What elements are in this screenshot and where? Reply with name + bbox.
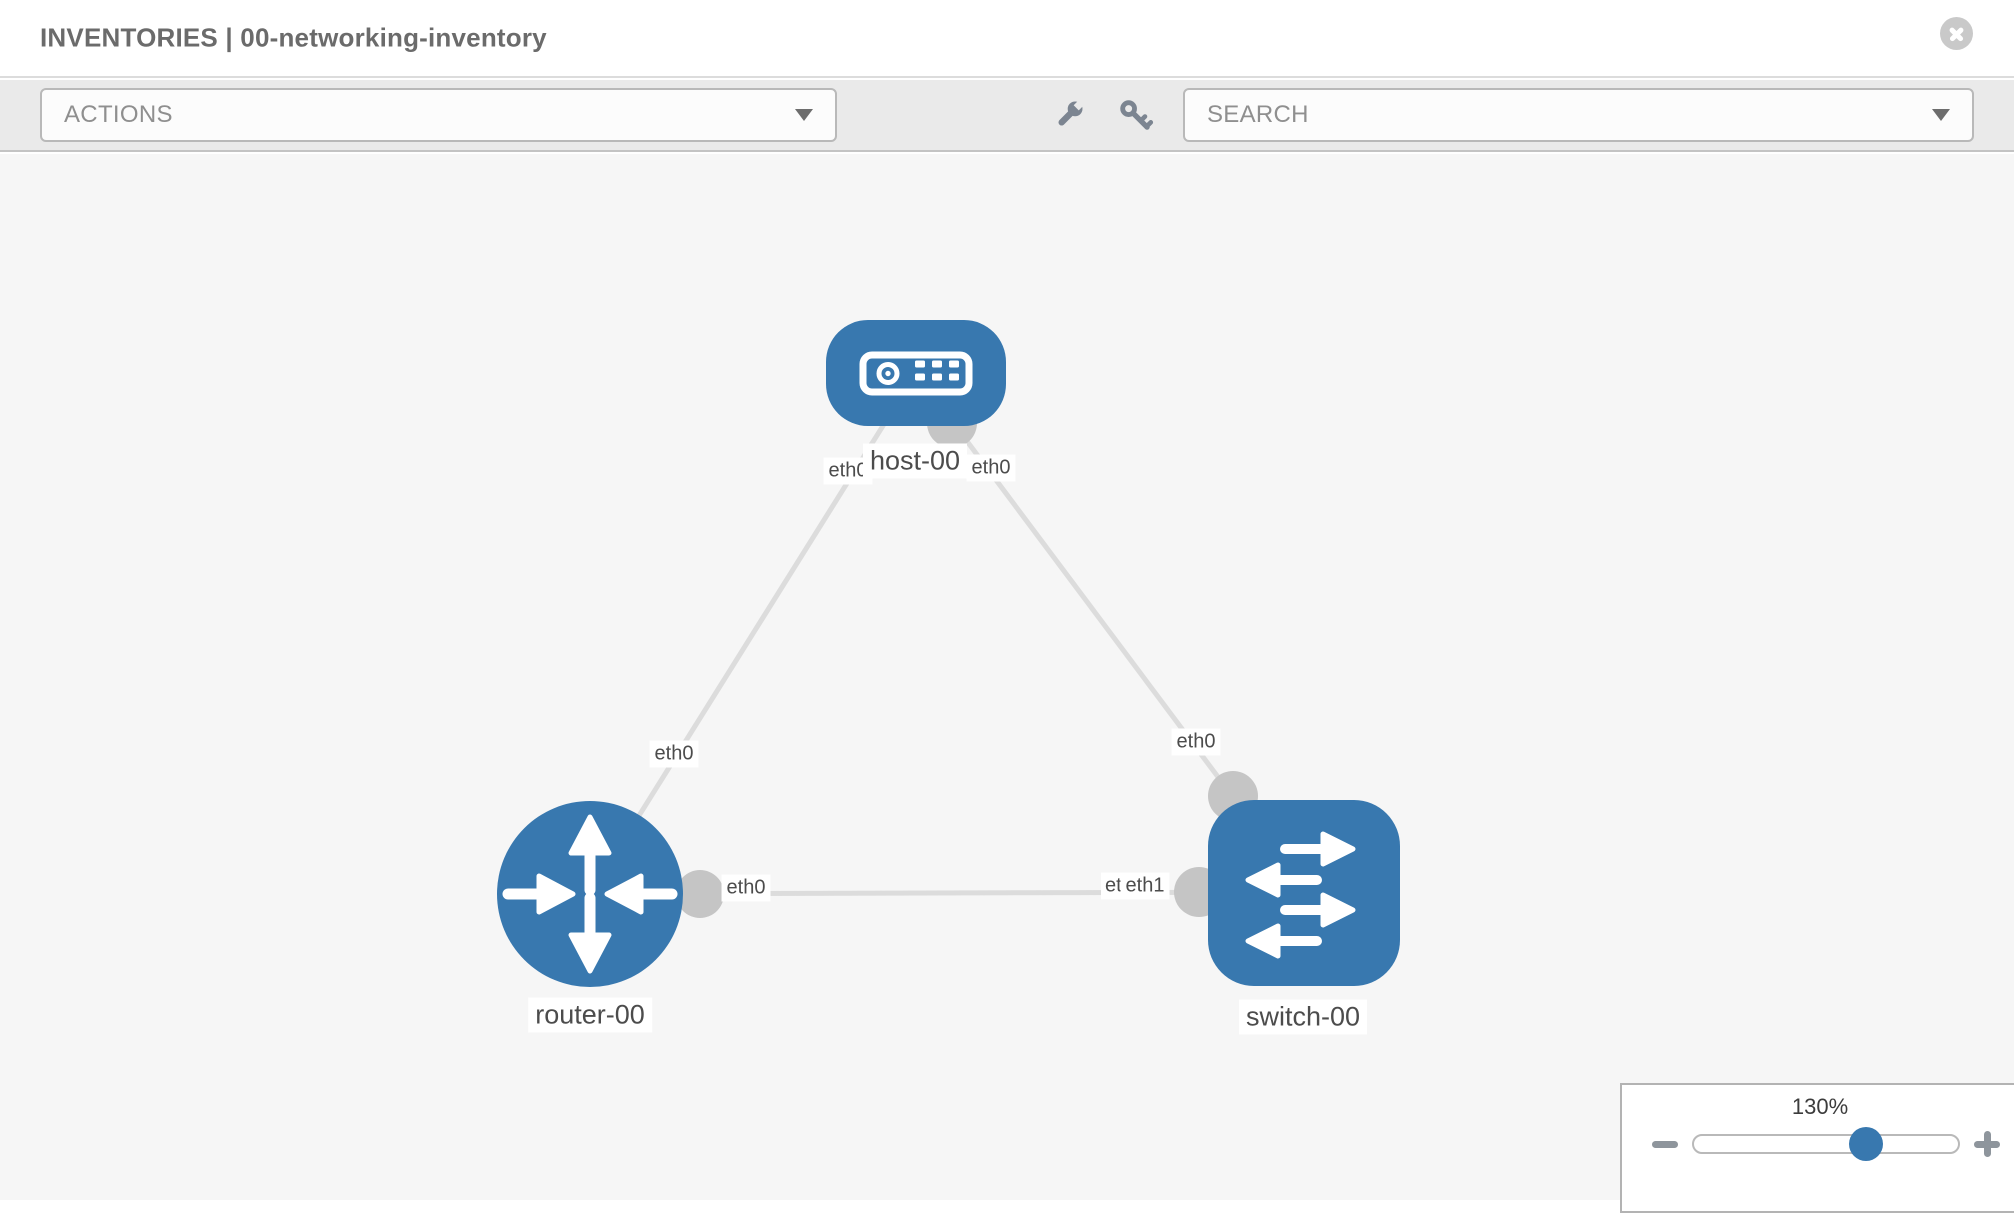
host-node-label: host-00 bbox=[862, 443, 968, 479]
iface-label-host-to-switch: eth0 bbox=[966, 454, 1016, 482]
router-node-label: router-00 bbox=[528, 997, 652, 1033]
switch-icon bbox=[1245, 831, 1356, 959]
zoom-slider-track[interactable] bbox=[1692, 1134, 1960, 1154]
key-button[interactable] bbox=[1117, 97, 1155, 135]
host-icon bbox=[859, 351, 973, 396]
page-header: INVENTORIES | 00-networking-inventory bbox=[0, 0, 2014, 78]
switch-node[interactable] bbox=[1208, 800, 1400, 986]
plus-icon bbox=[1983, 1131, 1991, 1157]
chevron-down-icon bbox=[1932, 109, 1950, 121]
router-icon bbox=[502, 814, 678, 974]
zoom-in-button[interactable] bbox=[1972, 1129, 2002, 1159]
host-node[interactable] bbox=[826, 320, 1006, 426]
search-dropdown[interactable]: SEARCH bbox=[1183, 88, 1974, 142]
topology-svg[interactable] bbox=[0, 154, 2014, 1200]
iface-label-router-to-host: eth0 bbox=[649, 740, 699, 768]
switch-node-label: switch-00 bbox=[1238, 999, 1368, 1035]
iface-label-switch-to-router: eth1 bbox=[1120, 872, 1170, 900]
iface-label-router-to-switch: eth0 bbox=[721, 874, 771, 902]
toolbar: ACTIONS SEARCH bbox=[0, 80, 2014, 152]
actions-dropdown[interactable]: ACTIONS bbox=[40, 88, 837, 142]
wrench-button[interactable] bbox=[1049, 97, 1087, 135]
search-dropdown-label: SEARCH bbox=[1207, 101, 1309, 128]
actions-dropdown-label: ACTIONS bbox=[64, 101, 173, 128]
port-router-eth0 bbox=[676, 870, 724, 918]
key-icon bbox=[1120, 100, 1154, 130]
page-title: INVENTORIES | 00-networking-inventory bbox=[40, 22, 547, 53]
chevron-down-icon bbox=[795, 109, 813, 121]
close-button[interactable] bbox=[1940, 17, 1973, 50]
zoom-level: 130% bbox=[1791, 1094, 1849, 1119]
iface-label-switch-to-host: eth0 bbox=[1171, 728, 1221, 756]
wrench-icon bbox=[1058, 100, 1084, 126]
topology-canvas[interactable]: eth0 eth0 eth0 eth0 eth0 eth0 eth1 host-… bbox=[0, 154, 2014, 1213]
zoom-slider-thumb[interactable] bbox=[1849, 1127, 1883, 1161]
minus-icon bbox=[1652, 1140, 1678, 1148]
zoom-panel: 130% bbox=[1620, 1083, 2014, 1213]
zoom-out-button[interactable] bbox=[1650, 1129, 1680, 1159]
